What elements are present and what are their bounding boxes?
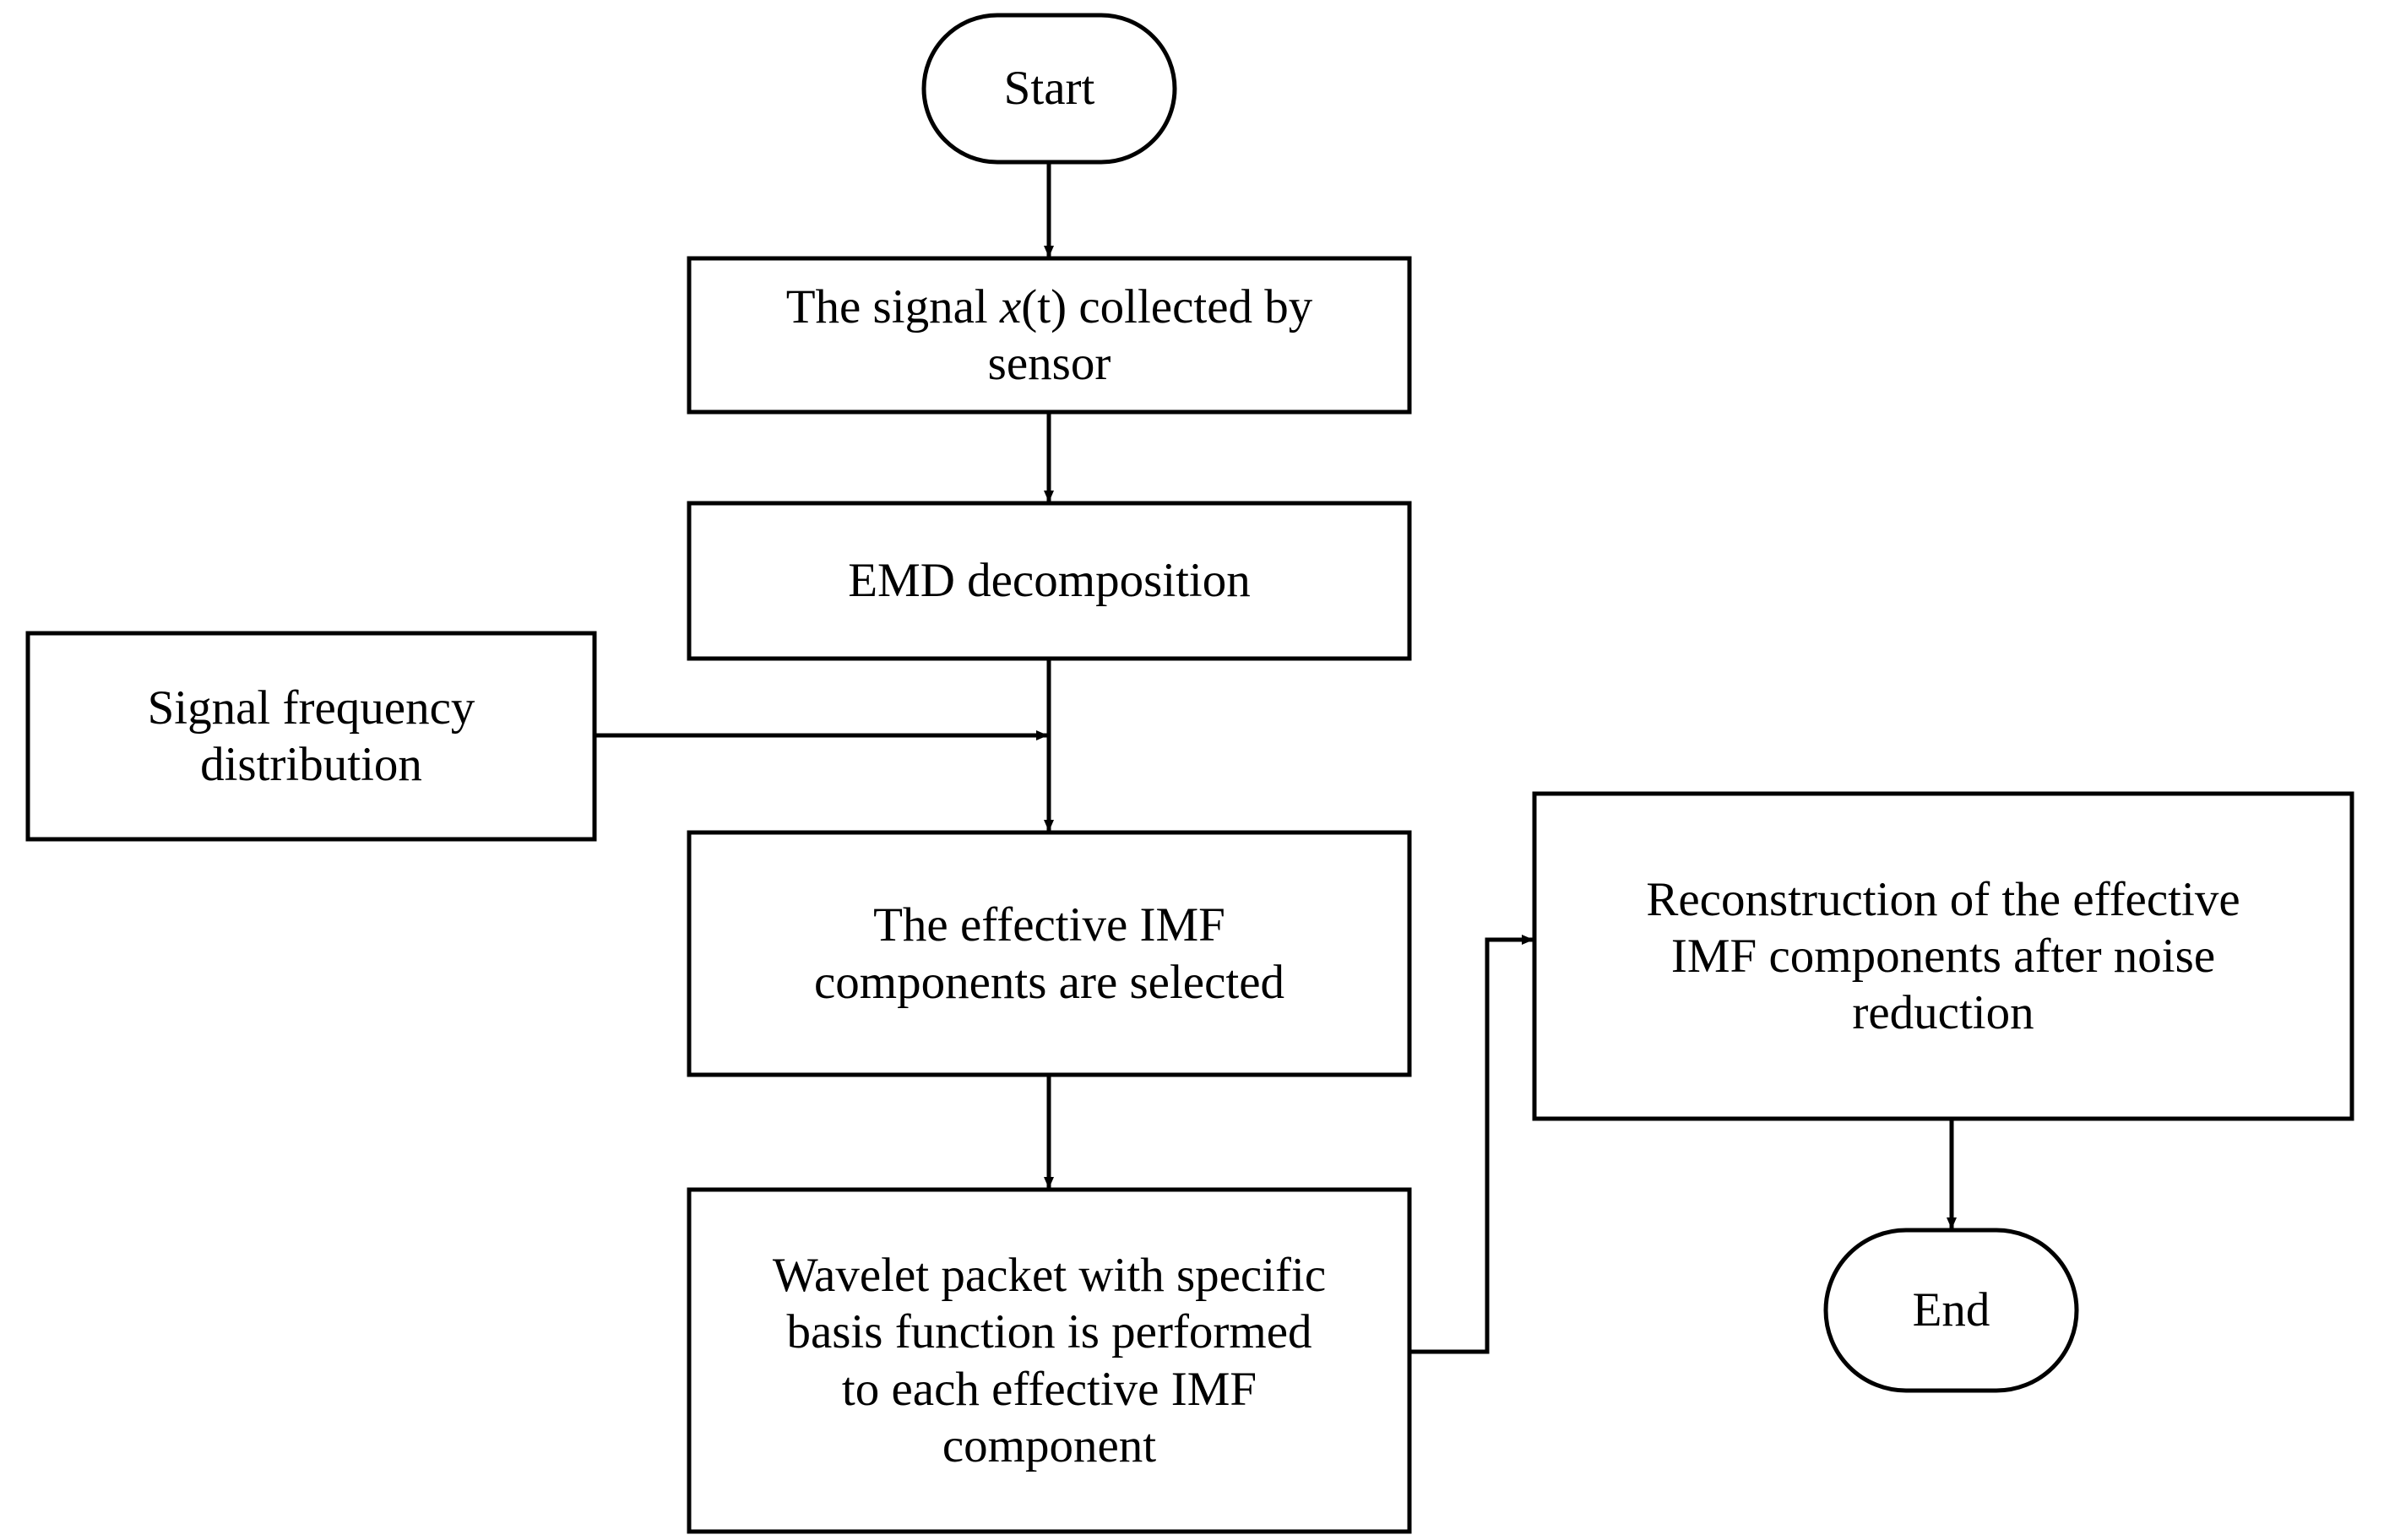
edge-wavelet-to-reconstruction	[1409, 935, 1534, 1354]
node-reconstruction[interactable]: Reconstruction of the effective IMF comp…	[1534, 794, 2352, 1119]
signal-label-variable: x	[999, 279, 1022, 333]
start-label: Start	[1003, 62, 1095, 116]
end-label: End	[1912, 1283, 1990, 1337]
freq-shape	[25, 631, 597, 842]
imf-select-shape	[687, 830, 1412, 1077]
node-end[interactable]: End	[1826, 1230, 2077, 1391]
signal-label-part1: The signal	[785, 279, 1000, 333]
reconstruction-label: Reconstruction of the effective IMF comp…	[1646, 872, 2240, 1040]
wavelet-label: Wavelet packet with specific basis funct…	[772, 1249, 1327, 1472]
wavelet-shape	[687, 1187, 1412, 1534]
reconstruction-shape	[1532, 791, 2354, 1121]
emd-label: EMD decomposition	[848, 554, 1251, 608]
freq-label: Signal frequency distribution	[147, 681, 475, 791]
node-wavelet[interactable]: Wavelet packet with specific basis funct…	[689, 1190, 1409, 1532]
node-start[interactable]: Start	[924, 15, 1175, 162]
node-signal-frequency-distribution[interactable]: Signal frequency distribution	[28, 633, 595, 839]
signal-label-part2: (t) collected by	[1021, 279, 1313, 333]
node-imf-select[interactable]: The effective IMF components are selecte…	[689, 832, 1409, 1075]
node-emd[interactable]: EMD decomposition	[689, 503, 1409, 659]
signal-shape	[687, 256, 1412, 415]
signal-label-line2: sensor	[987, 337, 1111, 390]
emd-shape	[687, 501, 1412, 661]
end-shape	[1823, 1228, 2079, 1393]
imf-select-label: The effective IMF components are selecte…	[813, 898, 1285, 1009]
